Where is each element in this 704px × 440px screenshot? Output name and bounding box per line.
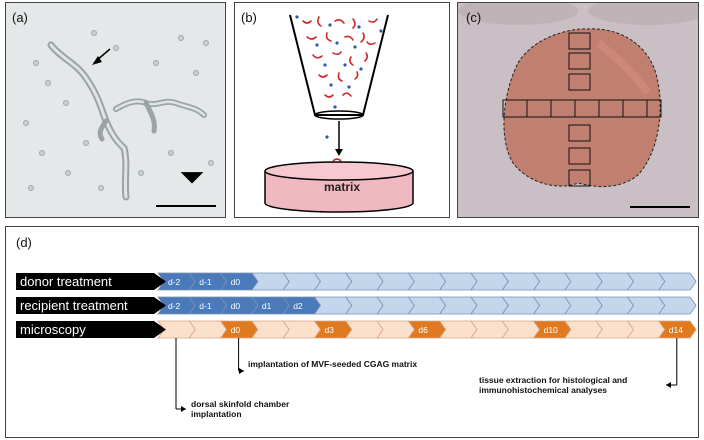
panel-b-schematic: (b) matrix xyxy=(234,2,450,218)
timeline-chevron xyxy=(595,272,634,291)
timeline-chevron xyxy=(407,272,447,291)
arrowhead-icon xyxy=(239,368,244,374)
timeline-chevron xyxy=(345,296,384,315)
timeline-chevron xyxy=(251,272,290,291)
timeline-chevron xyxy=(376,272,415,291)
timeline-chevron xyxy=(658,296,697,315)
matrix-label: matrix xyxy=(324,180,361,194)
timeline-chevron xyxy=(501,320,541,339)
mvf-fragments xyxy=(302,16,378,98)
timeline-chevron xyxy=(470,296,509,315)
pipette-icon xyxy=(289,14,389,116)
day-label: d0 xyxy=(231,277,241,287)
panel-c-label: (c) xyxy=(466,10,482,25)
timeline-chevron xyxy=(470,272,509,291)
panel-c-photo: (c) xyxy=(457,2,699,218)
timeline-chevron xyxy=(438,320,478,339)
panel-a-micrograph: (a) xyxy=(5,2,226,218)
day-label: d3 xyxy=(325,325,335,335)
timeline-chevron xyxy=(345,320,384,339)
arrowhead-annotation xyxy=(180,172,204,184)
seeding-schematic xyxy=(264,14,414,213)
timeline-chevron xyxy=(438,296,478,315)
timeline-chevron xyxy=(282,272,321,291)
timeline-chevron xyxy=(313,296,353,315)
day-label: d6 xyxy=(418,325,428,335)
row-label-donor: donor treatment xyxy=(16,273,166,290)
panel-d-label: (d) xyxy=(16,235,32,250)
row-label-recipient: recipient treatment xyxy=(16,297,166,314)
timeline-chevron xyxy=(345,272,384,291)
timeline-chevron xyxy=(658,320,697,339)
timeline-chevron xyxy=(470,320,509,339)
timeline-chevron xyxy=(376,320,415,339)
timeline-chevron xyxy=(595,296,634,315)
cell-dots xyxy=(295,15,383,109)
panel-a-label: (a) xyxy=(12,10,28,25)
panel-d-timeline: (d) d-2 d-1 d0 d-2 d-1 d0 d1 d2 d0 d3 d6 d10 d14 don… xyxy=(5,226,699,438)
timeline-chevron xyxy=(532,272,572,291)
timeline-chevrons: d-2 d-1 d0 d-2 d-1 d0 d1 d2 d0 d3 d6 d10 d14 xyxy=(157,272,697,412)
timeline-chevron xyxy=(532,296,572,315)
timeline-chevron xyxy=(658,272,697,291)
timeline-chevron xyxy=(313,272,353,291)
row-label-microscopy: microscopy xyxy=(16,321,166,338)
timeline-chevron xyxy=(595,320,634,339)
timeline-chevron xyxy=(251,320,290,339)
day-label: d-1 xyxy=(199,277,212,287)
day-label: d10 xyxy=(544,325,558,335)
arrowhead-icon xyxy=(181,406,186,412)
day-label: d2 xyxy=(293,301,303,311)
timeline-chevron xyxy=(564,272,603,291)
note-chamber-implantation: dorsal skinfold chamber implantation xyxy=(191,399,290,419)
observation-grid xyxy=(502,32,662,187)
timeline-chevron xyxy=(626,296,666,315)
timeline-chevron xyxy=(501,272,541,291)
day-label: d0 xyxy=(231,325,241,335)
day-label: d-2 xyxy=(168,277,181,287)
timeline-chevron xyxy=(626,272,666,291)
timeline-chevron xyxy=(438,272,478,291)
timeline-chevron xyxy=(376,296,415,315)
note-tissue-extraction: tissue extraction for histological and i… xyxy=(479,375,628,395)
arrowhead-icon xyxy=(666,382,671,388)
day-label: d0 xyxy=(231,301,241,311)
timeline-chevron xyxy=(626,320,666,339)
day-label: d-1 xyxy=(199,301,212,311)
timeline-chevron xyxy=(501,296,541,315)
day-label: d1 xyxy=(262,301,272,311)
panel-b-label: (b) xyxy=(241,10,257,25)
day-label: d14 xyxy=(669,325,683,335)
micrograph-image xyxy=(6,3,225,217)
day-label: d-2 xyxy=(168,301,181,311)
timeline-chevron xyxy=(407,296,447,315)
timeline-chevron xyxy=(282,320,321,339)
matrix-photo xyxy=(458,3,698,217)
matrix-cylinder xyxy=(264,171,414,213)
timeline-chevron xyxy=(564,296,603,315)
timeline-chevron xyxy=(188,320,228,339)
note-matrix-implantation: implantation of MVF-seeded CGAG matrix xyxy=(248,359,418,369)
timeline-chevron xyxy=(564,320,603,339)
matrix-outline xyxy=(503,28,661,188)
